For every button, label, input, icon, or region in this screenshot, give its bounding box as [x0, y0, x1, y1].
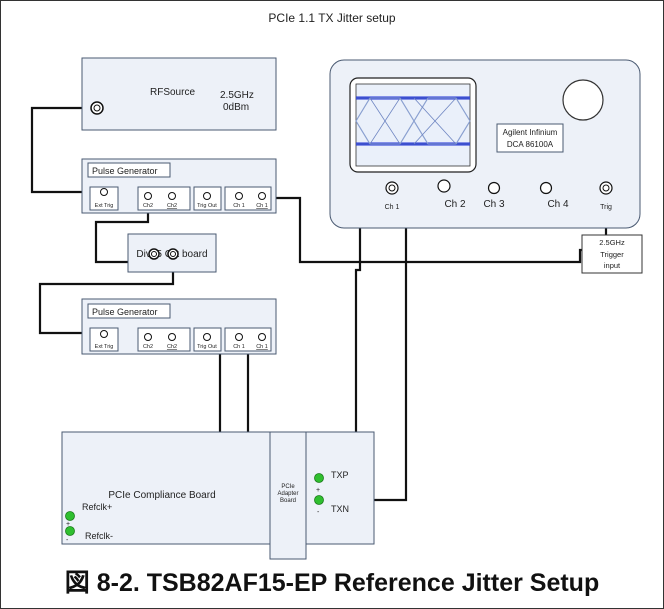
pg1-ch1-port-icon[interactable]	[235, 192, 243, 200]
cable-div25-to-pg2	[38, 255, 175, 335]
trigger-note-line2: Trigger	[600, 250, 624, 259]
diagram-title: PCIe 1.1 TX Jitter setup	[268, 11, 395, 25]
scope-channel-label: Ch 4	[547, 199, 569, 210]
pg2-port-label: Ch 1	[256, 344, 268, 350]
pg1-ext-trig-port-icon[interactable]	[100, 188, 108, 196]
pg2-ext-trig-port-icon[interactable]	[100, 330, 108, 338]
txp-connector-icon[interactable]	[314, 473, 324, 483]
pg1-port-label: Ch2	[143, 203, 153, 209]
adapter-board-line3: Board	[280, 498, 296, 504]
rf-source-label: RFSource	[150, 87, 195, 98]
scope-name-line1: Agilent Infinium	[503, 128, 558, 137]
txn-minus-sign: -	[317, 509, 320, 516]
adapter-board-line1: PCIe	[281, 484, 295, 490]
scope-name-plate	[496, 123, 564, 153]
compliance-board-label: PCIe Compliance Board	[108, 490, 215, 501]
trigger-input-note: 2.5GHz Trigger input	[581, 234, 643, 274]
rf-source: RFSource 2.5GHz 0dBm	[81, 57, 277, 131]
scope-channel-label: Ch 1	[385, 204, 400, 211]
txp-label: TXP	[331, 470, 349, 480]
pg2-port-label: Trig Out	[197, 344, 217, 350]
pg1-port-label: Ch 1	[233, 203, 245, 209]
scope-ch2-connector-icon[interactable]	[437, 179, 451, 193]
pg2-port-label: Ch2	[167, 344, 177, 350]
pulse-generator-2-label: Pulse Generator	[92, 307, 158, 317]
cable-rf-to-ext-trig	[30, 106, 98, 194]
figure-caption: 図 8-2. TSB82AF15-EP Reference Jitter Set…	[64, 569, 600, 597]
scope-ch3-connector-icon[interactable]	[487, 181, 501, 195]
refclk-plus-label: Refclk+	[82, 502, 112, 512]
pg2-ch2-bar-port-icon[interactable]	[168, 333, 176, 341]
eye-diagram	[355, 96, 471, 146]
trigger-note-line3: input	[604, 261, 621, 270]
pg2-port-label: Ch 1	[233, 344, 245, 350]
div25-input-connector-icon[interactable]	[148, 248, 160, 260]
pg1-ch2-port-icon[interactable]	[144, 192, 152, 200]
tx-pins: TXP TXN + -	[314, 470, 349, 516]
txn-connector-icon[interactable]	[314, 495, 324, 505]
trigger-note-line1: 2.5GHz	[599, 238, 625, 247]
refclk-minus-sign: -	[66, 537, 69, 544]
pcie-compliance-board: PCIe Compliance Board Refclk+ Refclk- + …	[61, 431, 375, 545]
scope-ch1-connector-icon[interactable]	[385, 181, 399, 195]
rf-source-freq: 2.5GHz	[220, 90, 254, 101]
rf-source-power: 0dBm	[223, 102, 249, 113]
scope-knob-icon[interactable]	[562, 79, 604, 121]
pg1-port-label: Ch2	[167, 203, 177, 209]
oscilloscope: Agilent Infinium DCA 86100A Ch 1 Ch 2 Ch…	[329, 59, 641, 229]
scope-name-line2: DCA 86100A	[507, 140, 554, 149]
scope-trig-connector-icon[interactable]	[599, 181, 613, 195]
pg1-ch2-bar-port-icon[interactable]	[168, 192, 176, 200]
pg1-trig-out-port-icon[interactable]	[203, 192, 211, 200]
refclk-minus-label: Refclk-	[85, 531, 113, 541]
div25-output-connector-icon[interactable]	[167, 248, 179, 260]
pg1-ch1-bar-port-icon[interactable]	[258, 192, 266, 200]
pg2-trig-out-port-icon[interactable]	[203, 333, 211, 341]
scope-ch4-connector-icon[interactable]	[539, 181, 553, 195]
pulse-generator-2: Pulse Generator Ext Trig Ch2 Ch2 Trig Ou…	[81, 298, 277, 355]
div25-clk-board: Div25 Clk board	[127, 233, 217, 273]
txp-plus-sign: +	[316, 487, 320, 494]
pcie-adapter-board: PCIe Adapter Board	[269, 431, 307, 560]
pg1-port-label: Ext Trig	[95, 203, 114, 209]
scope-channel-label: Ch 2	[444, 199, 466, 210]
rf-output-connector-icon[interactable]	[90, 101, 104, 115]
pg2-ch1-port-icon[interactable]	[235, 333, 243, 341]
refclk-plus-connector-icon[interactable]	[65, 511, 75, 521]
refclk-minus-connector-icon[interactable]	[65, 526, 75, 536]
pulse-generator-1: Pulse Generator Ext Trig Ch2 Ch2 Trig Ou…	[81, 158, 277, 214]
scope-channel-label: Trig	[600, 204, 612, 211]
adapter-board-line2: Adapter	[277, 491, 298, 497]
pg1-port-label: Trig Out	[197, 203, 217, 209]
pg1-port-label: Ch 1	[256, 203, 268, 209]
txn-label: TXN	[331, 504, 349, 514]
refclk-plus-sign: +	[66, 521, 70, 528]
pg2-port-label: Ch2	[143, 344, 153, 350]
pg2-port-label: Ext Trig	[95, 344, 114, 350]
scope-channel-label: Ch 3	[483, 199, 505, 210]
pg2-ch1-bar-port-icon[interactable]	[258, 333, 266, 341]
pg2-ch2-port-icon[interactable]	[144, 333, 152, 341]
pulse-generator-1-label: Pulse Generator	[92, 166, 158, 176]
